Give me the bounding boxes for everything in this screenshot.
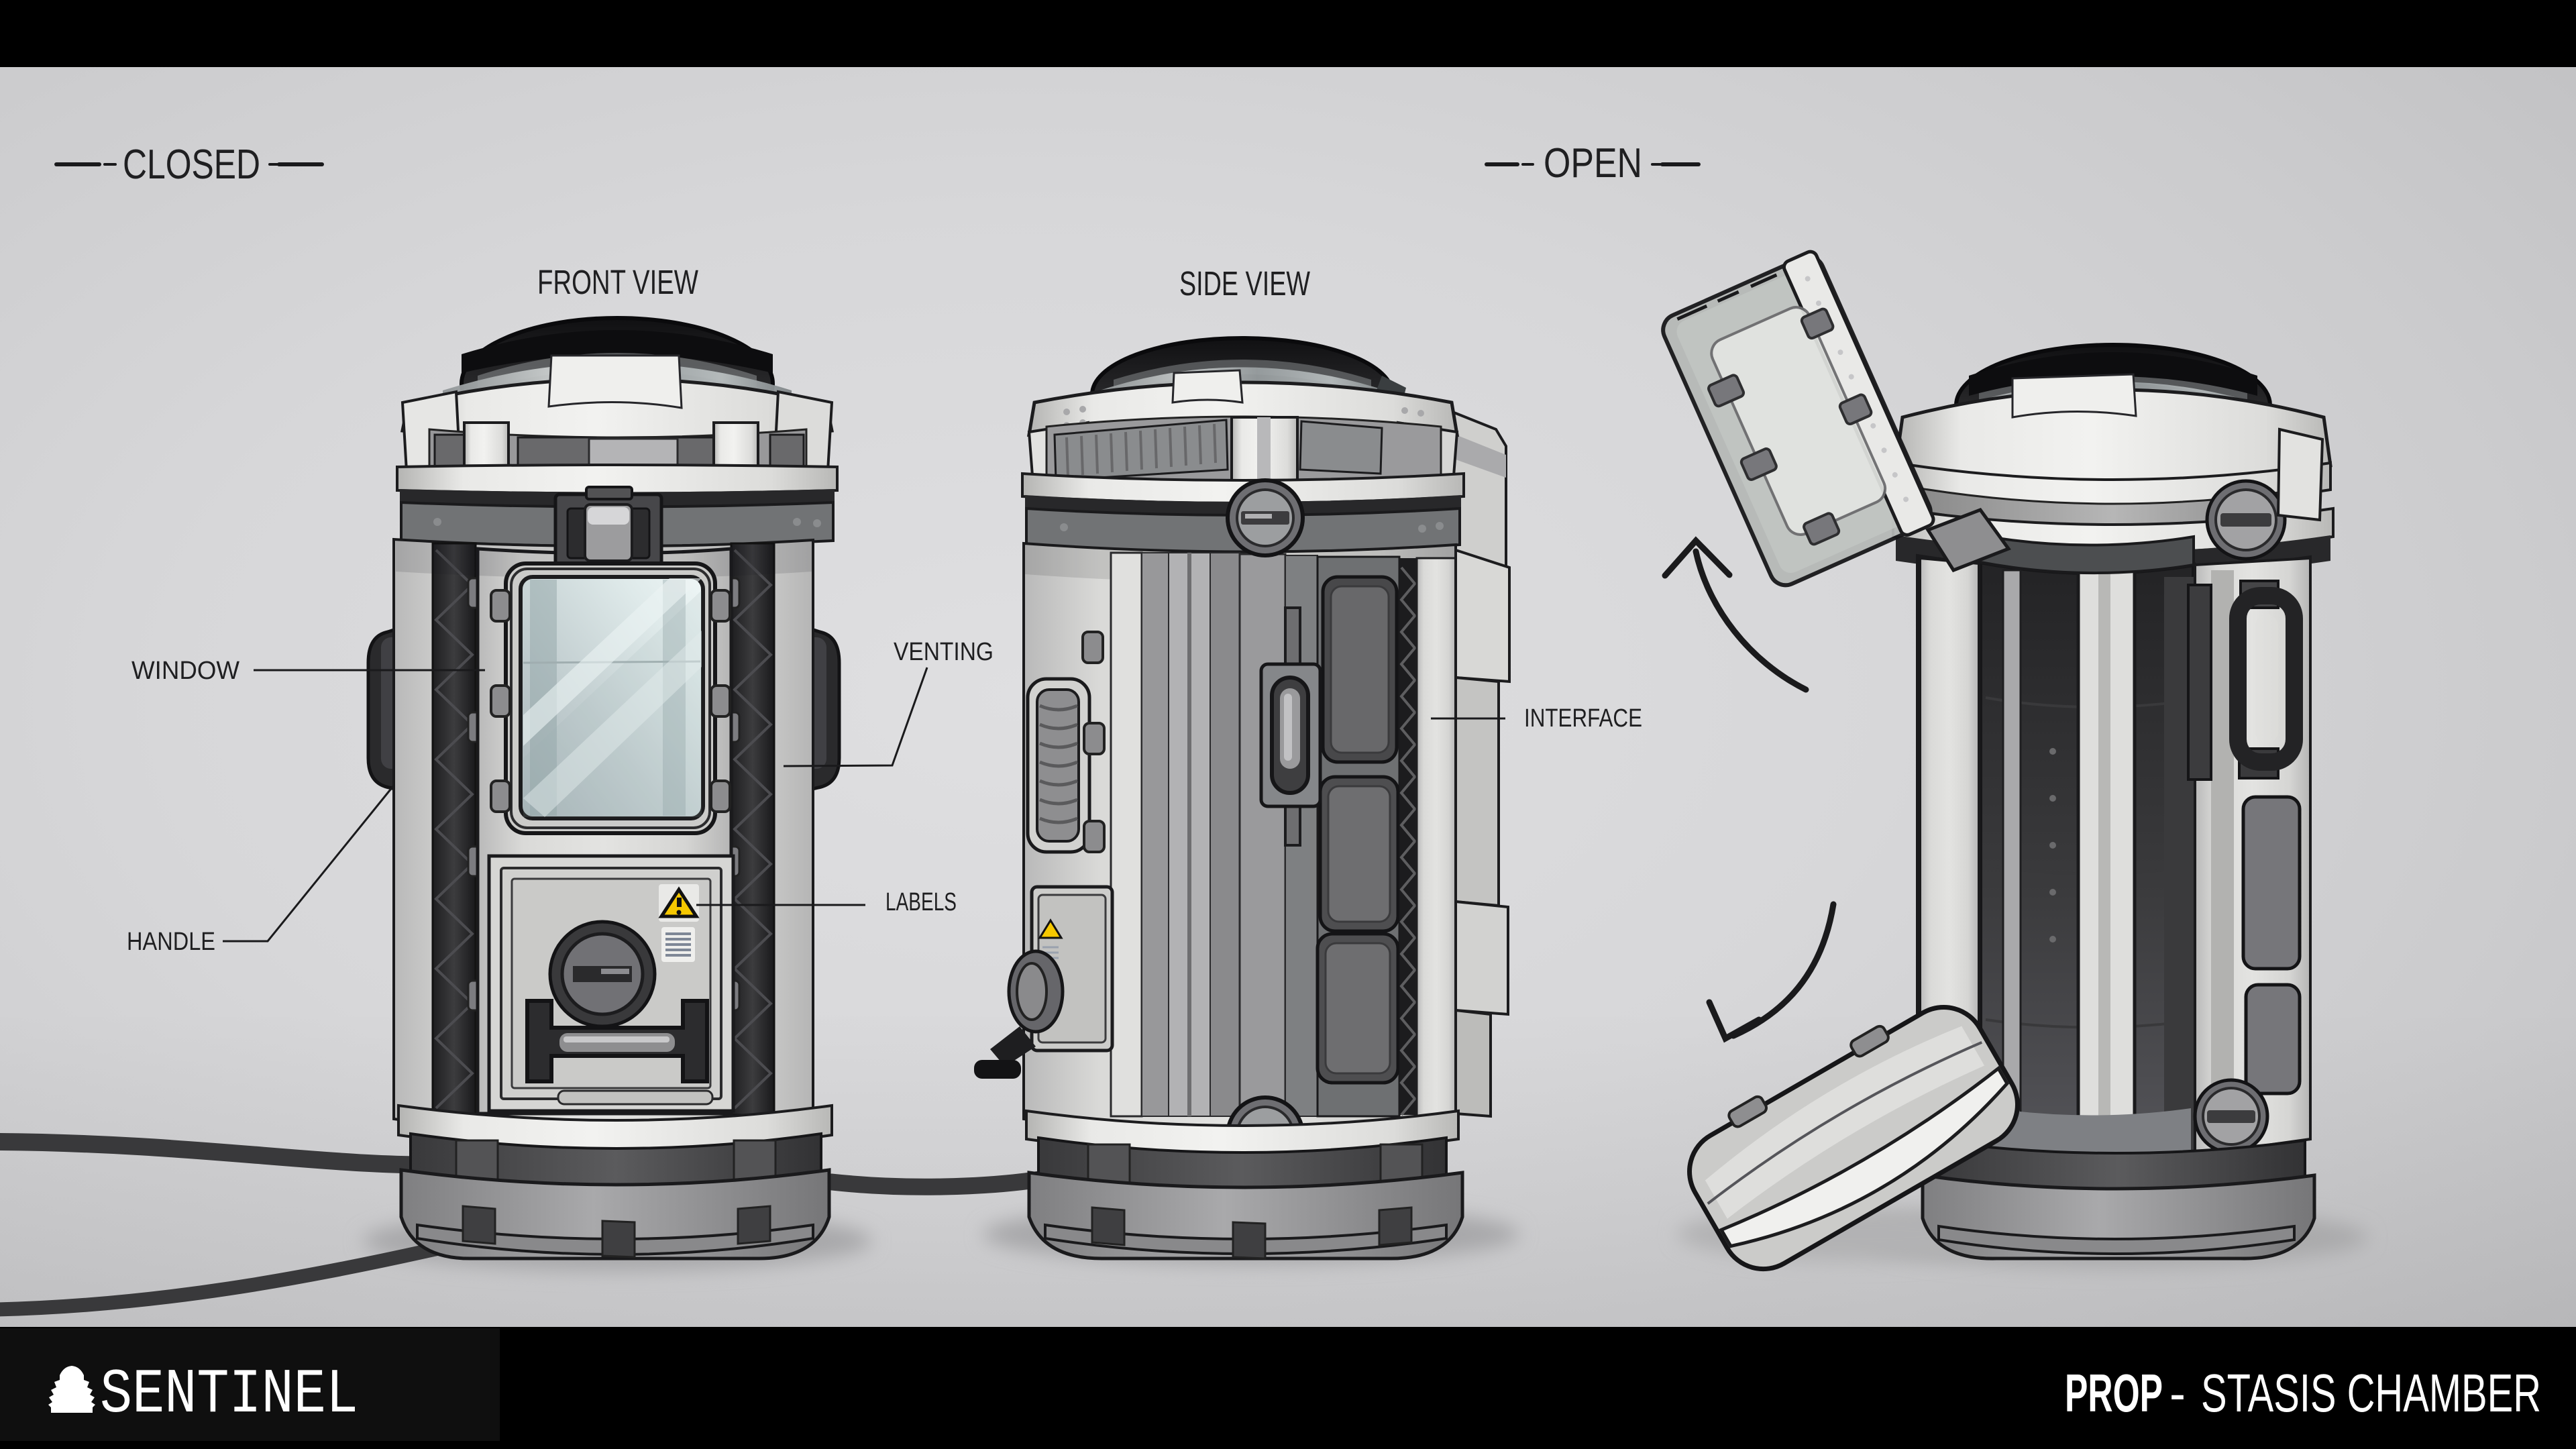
svg-text:OPEN: OPEN bbox=[1544, 140, 1642, 186]
svg-text:LABELS: LABELS bbox=[885, 888, 957, 916]
svg-text:VENTING: VENTING bbox=[894, 638, 994, 666]
svg-text:SIDE VIEW: SIDE VIEW bbox=[1179, 264, 1310, 303]
svg-text:WINDOW: WINDOW bbox=[131, 657, 239, 685]
svg-text:-: - bbox=[2169, 1363, 2186, 1423]
svg-text:PROP: PROP bbox=[2065, 1363, 2163, 1423]
svg-text:FRONT VIEW: FRONT VIEW bbox=[537, 263, 698, 301]
svg-text:CLOSED: CLOSED bbox=[123, 142, 260, 188]
svg-text:INTERFACE: INTERFACE bbox=[1524, 704, 1642, 733]
svg-text:HANDLE: HANDLE bbox=[127, 928, 215, 956]
svg-text:STASIS CHAMBER: STASIS CHAMBER bbox=[2201, 1363, 2541, 1423]
svg-text:SENTINEL: SENTINEL bbox=[100, 1360, 358, 1431]
